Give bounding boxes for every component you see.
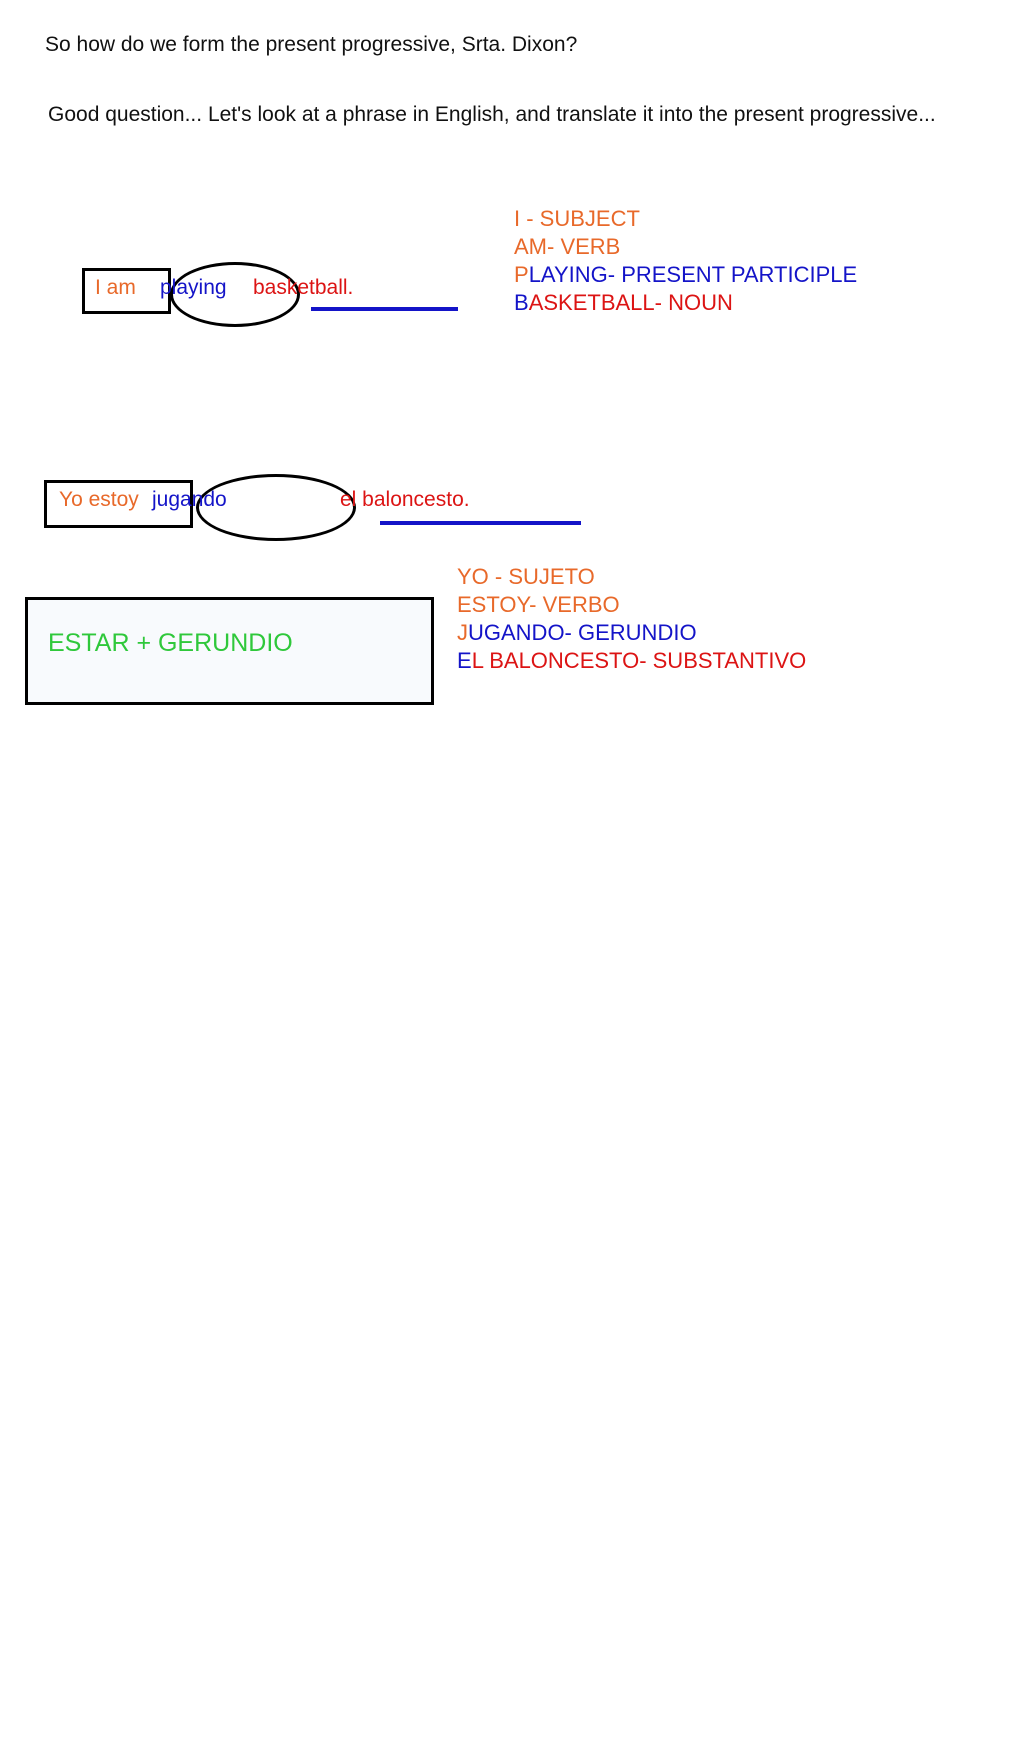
underline-english	[311, 307, 458, 311]
legend-sujeto: YO - SUJETO	[457, 564, 595, 589]
formula-box	[25, 597, 434, 705]
english-subject: I am	[95, 276, 136, 299]
legend-gerundio-initial: J	[457, 620, 468, 645]
legend-noun-rest: ASKETBALL- NOUN	[528, 290, 733, 315]
legend-participle-rest: LAYING- PRESENT PARTICIPLE	[528, 262, 858, 287]
legend-verbo: ESTOY- VERBO	[457, 592, 620, 617]
participle-oval-english	[170, 262, 300, 327]
subject-box-english	[82, 268, 171, 314]
spanish-legend: YO - SUJETO ESTOY- VERBO JUGANDO- GERUND…	[457, 563, 806, 675]
legend-verb: AM- VERB	[514, 234, 621, 259]
question-text: So how do we form the present progressiv…	[45, 33, 578, 56]
subject-box-spanish	[44, 480, 193, 528]
legend-substantivo-rest: L BALONCESTO- SUBSTANTIVO	[471, 648, 807, 673]
english-participle: playing	[160, 276, 227, 299]
underline-spanish	[380, 521, 581, 525]
english-legend: I - SUBJECT AM- VERB PLAYING- PRESENT PA…	[514, 205, 857, 317]
legend-gerundio-rest: UGANDO- GERUNDIO	[468, 620, 697, 645]
legend-substantivo: EL BALONCESTO- SUBSTANTIVO	[457, 647, 806, 675]
answer-text: Good question... Let's look at a phrase …	[48, 103, 936, 126]
spanish-gerund: jugando	[152, 488, 227, 511]
gerund-oval-spanish	[196, 474, 356, 541]
spanish-subject: Yo estoy	[59, 488, 139, 511]
spanish-noun: el baloncesto.	[340, 488, 470, 511]
formula-text: ESTAR + GERUNDIO	[48, 629, 293, 657]
legend-noun-initial: B	[514, 290, 529, 315]
legend-gerundio: JUGANDO- GERUNDIO	[457, 619, 806, 647]
legend-noun: BASKETBALL- NOUN	[514, 289, 857, 317]
legend-participle: PLAYING- PRESENT PARTICIPLE	[514, 261, 857, 289]
english-noun: basketball.	[253, 276, 354, 299]
legend-subject: I - SUBJECT	[514, 206, 640, 231]
legend-participle-initial: P	[514, 262, 529, 287]
legend-substantivo-initial: E	[457, 648, 472, 673]
